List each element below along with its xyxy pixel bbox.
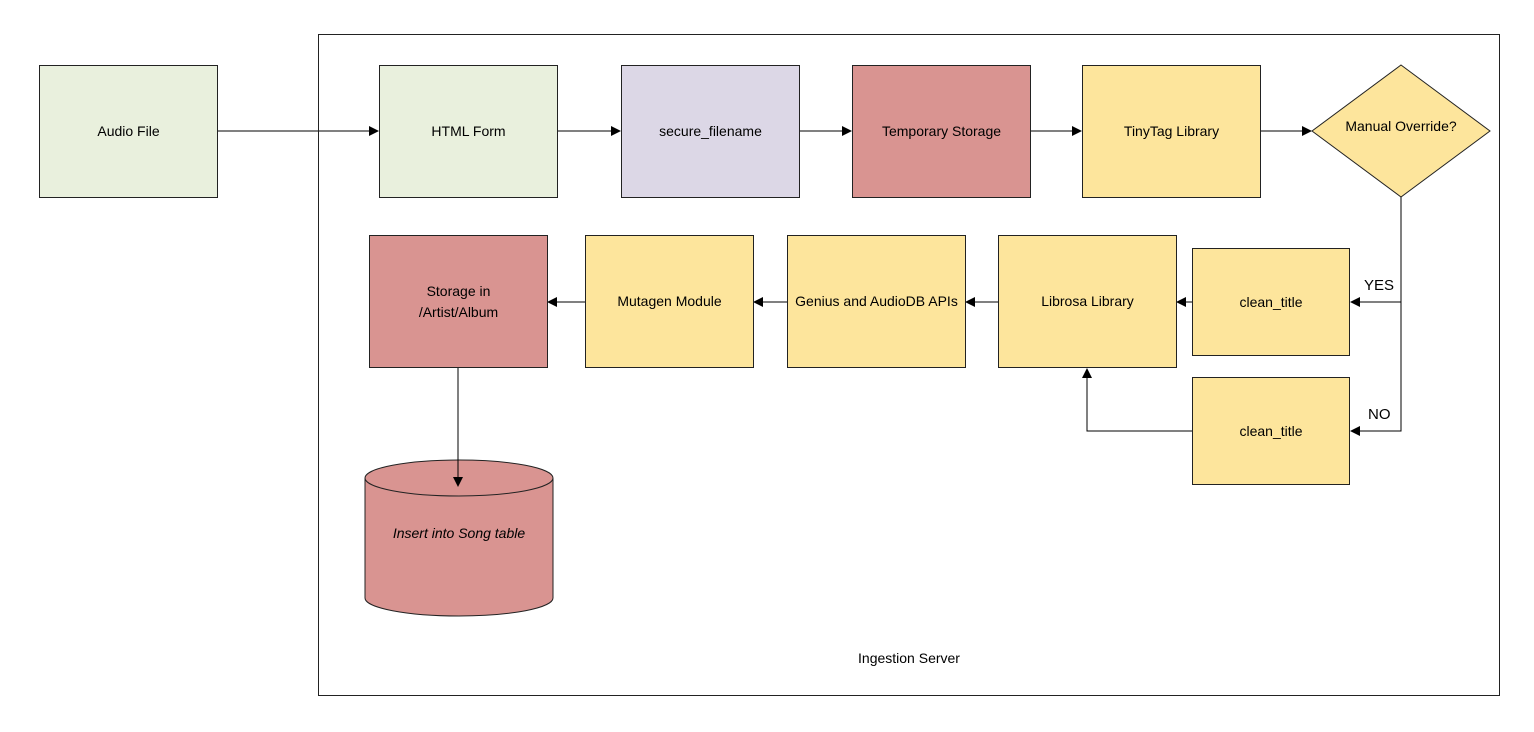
audio-file-node: Audio File: [39, 65, 218, 198]
html-form-node: HTML Form: [379, 65, 558, 198]
no-label: NO: [1368, 406, 1391, 423]
storage-artist-album-node: Storage in /Artist/Album: [369, 235, 548, 368]
arrow-cleanno-to-librosa: [1082, 368, 1192, 432]
ingestion-server-label: Ingestion Server: [858, 650, 960, 666]
manual-override-label: Manual Override?: [1345, 118, 1457, 134]
clean-title-yes-node: clean_title: [1192, 248, 1350, 356]
secure-filename-node: secure_filename: [621, 65, 800, 198]
temporary-storage-node: Temporary Storage: [852, 65, 1031, 198]
yes-label: YES: [1364, 277, 1395, 294]
ingestion-server-container: [318, 34, 1500, 696]
arrow-decision-no: [1350, 302, 1402, 436]
genius-audiodb-apis-node: Genius and AudioDB APIs: [787, 235, 966, 368]
song-table-label: Insert into Song table: [392, 525, 526, 541]
storage-line-2: /Artist/Album: [418, 303, 499, 320]
storage-line-1: Storage in: [426, 283, 491, 300]
librosa-library-node: Librosa Library: [998, 235, 1177, 368]
mutagen-module-node: Mutagen Module: [585, 235, 754, 368]
clean-title-no-node: clean_title: [1192, 377, 1350, 485]
tinytag-library-node: TinyTag Library: [1082, 65, 1261, 198]
